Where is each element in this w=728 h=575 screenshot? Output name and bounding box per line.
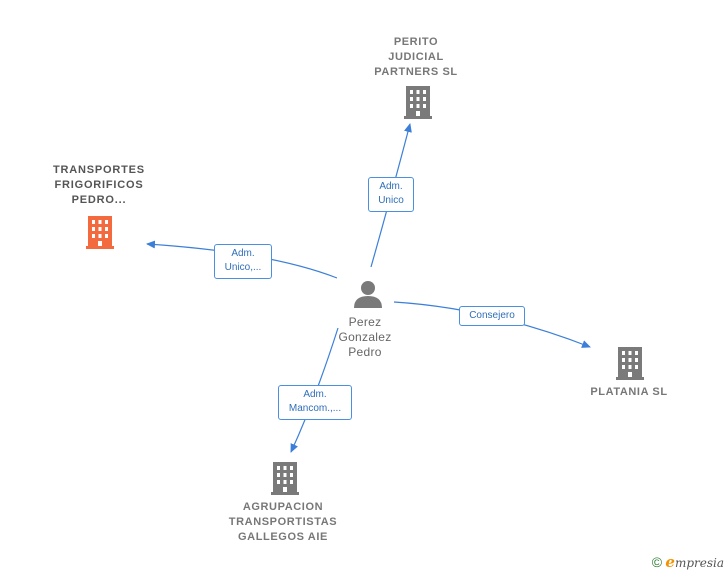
- person-label[interactable]: Perez Gonzalez Pedro: [338, 315, 392, 359]
- relation-label-perito: Adm. Unico: [368, 177, 414, 212]
- brand-logo: empresia: [665, 553, 724, 571]
- company-label-platania[interactable]: PLATANIA SL: [590, 386, 668, 398]
- company-label-transportes[interactable]: TRANSPORTES FRIGORIFICOS PEDRO...: [53, 164, 145, 206]
- relation-label-platania: Consejero: [459, 306, 525, 326]
- copyright-icon: ©: [651, 554, 663, 570]
- relation-label-transportes: Adm. Unico,...: [214, 244, 272, 279]
- building-icon[interactable]: [404, 86, 432, 119]
- relation-label-agrupacion: Adm. Mancom.,...: [278, 385, 352, 420]
- brand-footer: © empresia: [652, 553, 724, 571]
- building-icon-main[interactable]: [86, 216, 114, 249]
- company-label-agrupacion[interactable]: AGRUPACION TRANSPORTISTAS GALLEGOS AIE: [228, 501, 338, 543]
- building-icon[interactable]: [616, 347, 644, 380]
- company-label-perito[interactable]: PERITO JUDICIAL PARTNERS SL: [374, 36, 458, 78]
- person-icon[interactable]: [354, 281, 382, 308]
- building-icon[interactable]: [271, 462, 299, 495]
